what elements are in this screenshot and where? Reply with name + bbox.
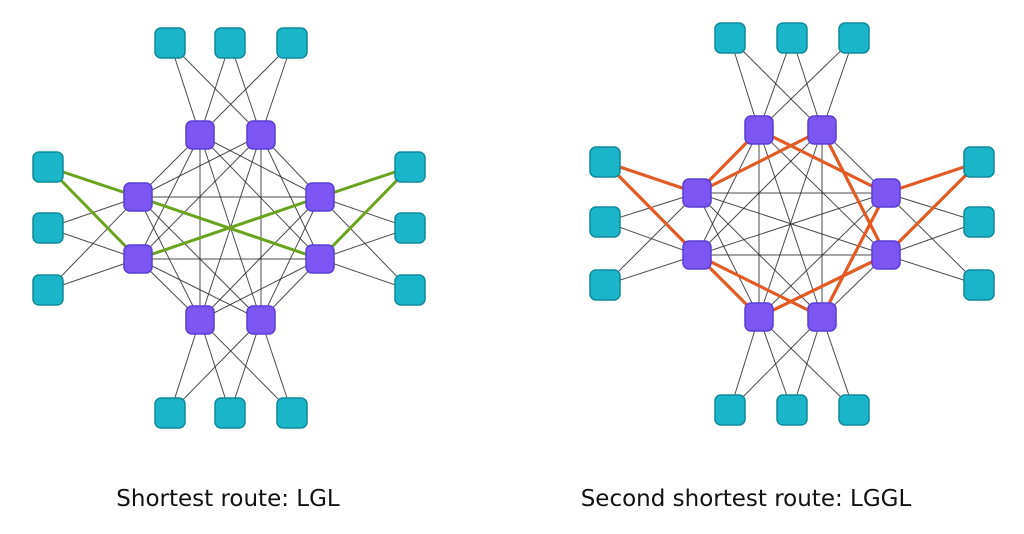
leaf-switch-node xyxy=(214,27,246,59)
global-global-link xyxy=(260,196,321,321)
global-switch-node xyxy=(305,244,335,274)
leaf-switch-node xyxy=(589,269,621,301)
route-segment xyxy=(136,195,322,261)
global-global-link xyxy=(137,134,262,198)
route-segment xyxy=(695,128,824,195)
leaf-global-link xyxy=(758,316,855,411)
leaf-global-link xyxy=(319,196,411,291)
node-layer xyxy=(589,22,995,426)
diagram-panel-second-shortest-route: Second shortest route: LGGL xyxy=(512,0,1024,534)
leaf-switch-node xyxy=(394,212,426,244)
leaf-global-link xyxy=(604,192,698,286)
leaf-switch-node xyxy=(714,394,746,426)
global-switch-node xyxy=(871,240,901,270)
leaf-switch-node xyxy=(714,22,746,54)
diagram-panel-shortest-route: Shortest route: LGL xyxy=(32,27,426,512)
link-layer xyxy=(604,37,980,411)
global-switch-node xyxy=(185,305,215,335)
global-global-link xyxy=(696,192,887,256)
global-global-link xyxy=(199,196,321,321)
route-layer xyxy=(46,165,412,261)
leaf-switch-node xyxy=(963,146,995,178)
leaf-switch-node xyxy=(589,146,621,178)
route-segment xyxy=(820,128,888,257)
global-switch-node xyxy=(246,305,276,335)
leaf-switch-node xyxy=(394,274,426,306)
network-diagram-second-shortest xyxy=(589,22,995,426)
leaf-switch-node xyxy=(214,397,246,429)
node-layer xyxy=(32,27,426,429)
route-segment xyxy=(884,160,981,257)
leaf-global-link xyxy=(47,196,139,291)
global-global-link xyxy=(137,258,262,321)
global-switch-node xyxy=(682,178,712,208)
leaf-global-link xyxy=(885,192,980,286)
global-switch-node xyxy=(807,115,837,145)
route-segment xyxy=(695,253,824,319)
leaf-switch-node xyxy=(32,274,64,306)
leaf-switch-node xyxy=(776,22,808,54)
global-switch-node xyxy=(682,240,712,270)
leaf-switch-node xyxy=(32,212,64,244)
leaf-switch-node xyxy=(32,151,64,183)
caption-second-shortest-route: Second shortest route: LGGL xyxy=(580,486,912,512)
route-segment xyxy=(318,165,412,261)
network-diagram-shortest xyxy=(32,27,426,429)
route-segment xyxy=(820,191,888,319)
global-switch-node xyxy=(744,302,774,332)
global-switch-node xyxy=(305,182,335,212)
global-switch-node xyxy=(185,120,215,150)
leaf-switch-node xyxy=(838,394,870,426)
leaf-switch-node xyxy=(838,22,870,54)
global-switch-node xyxy=(123,244,153,274)
leaf-switch-node xyxy=(394,151,426,183)
leaf-global-link xyxy=(199,319,293,414)
global-switch-node xyxy=(871,178,901,208)
global-switch-node xyxy=(123,182,153,212)
leaf-global-link xyxy=(758,37,855,131)
leaf-switch-node xyxy=(154,397,186,429)
caption-shortest-route: Shortest route: LGL xyxy=(116,486,340,512)
global-switch-node xyxy=(246,120,276,150)
global-switch-node xyxy=(807,302,837,332)
route-segment xyxy=(757,128,888,195)
leaf-switch-node xyxy=(154,27,186,59)
leaf-switch-node xyxy=(276,27,308,59)
global-switch-node xyxy=(744,115,774,145)
route-segment xyxy=(603,160,699,257)
leaf-switch-node xyxy=(963,269,995,301)
route-segment xyxy=(46,165,140,261)
route-segment xyxy=(757,253,888,319)
global-global-link xyxy=(199,134,321,198)
global-global-link xyxy=(199,258,321,321)
leaf-switch-node xyxy=(776,394,808,426)
leaf-switch-node xyxy=(589,206,621,238)
leaf-switch-node xyxy=(963,206,995,238)
leaf-switch-node xyxy=(276,397,308,429)
leaf-global-link xyxy=(199,42,293,136)
